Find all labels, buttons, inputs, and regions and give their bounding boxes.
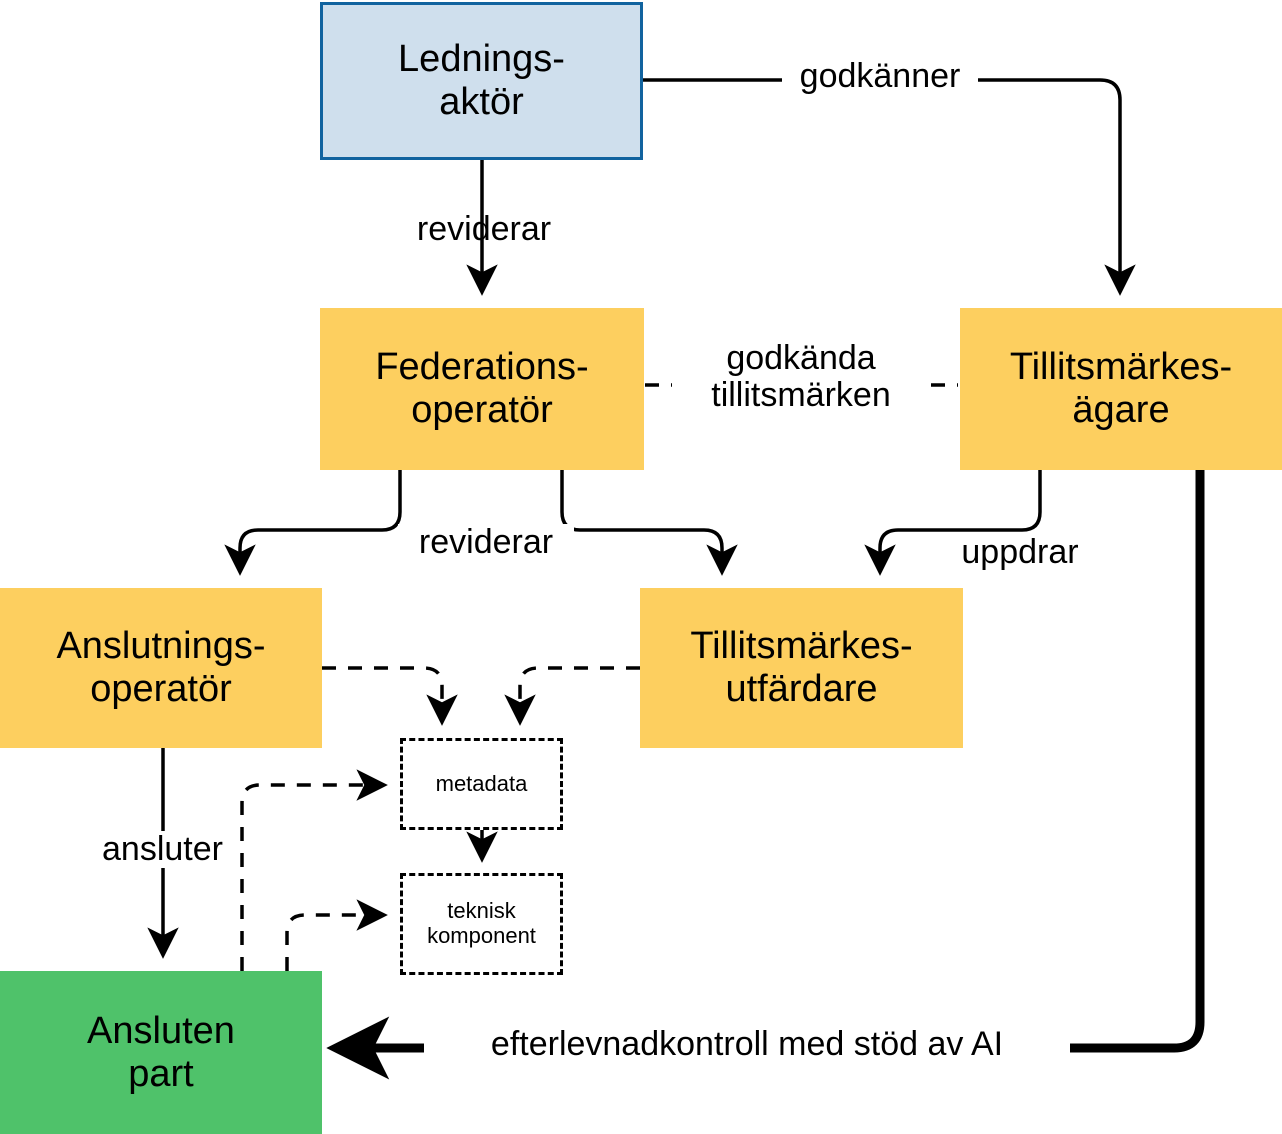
edge-label-godkanner: godkänner: [782, 57, 978, 96]
edge-label-efterlevnad: efterlevnadkontroll med stöd av AI: [424, 1025, 1070, 1064]
edge-godkanner: [643, 78, 1136, 296]
node-federationsoperator[interactable]: Federations- operatör: [320, 308, 644, 470]
edge-uppdrar: [864, 470, 1042, 576]
node-metadata[interactable]: metadata: [400, 738, 563, 830]
edge-label-godkanda-tillitsmarken: godkända tillitsmärken: [672, 339, 930, 415]
node-tillitsmarkesagare[interactable]: Tillitsmärkes- ägare: [960, 308, 1282, 470]
edge-label-reviderar-fo: reviderar: [416, 210, 552, 248]
node-ledningsaktor[interactable]: Lednings- aktör: [320, 2, 643, 160]
edge-label-ansluter: ansluter: [85, 830, 240, 869]
edge-reviderar-ao: [224, 470, 402, 576]
edge-ao-metadata: [322, 666, 458, 726]
node-anslutenpart[interactable]: Ansluten part: [0, 971, 322, 1134]
edge-ap-teknisk: [285, 899, 388, 971]
edge-ap-metadata: [240, 769, 388, 971]
node-anslutningsoperator[interactable]: Anslutnings- operatör: [0, 588, 322, 748]
edge-label-uppdrar: uppdrar: [944, 533, 1096, 572]
edge-efterlevnad: [326, 470, 1205, 1080]
edge-tu-metadata: [504, 666, 640, 726]
node-tillitsmarkesutfardare[interactable]: Tillitsmärkes- utfärdare: [640, 588, 963, 748]
edge-reviderar-tu: [560, 470, 738, 576]
node-tekniskkomponent[interactable]: teknisk komponent: [400, 873, 563, 975]
edge-label-reviderar-ao: reviderar: [398, 523, 574, 562]
